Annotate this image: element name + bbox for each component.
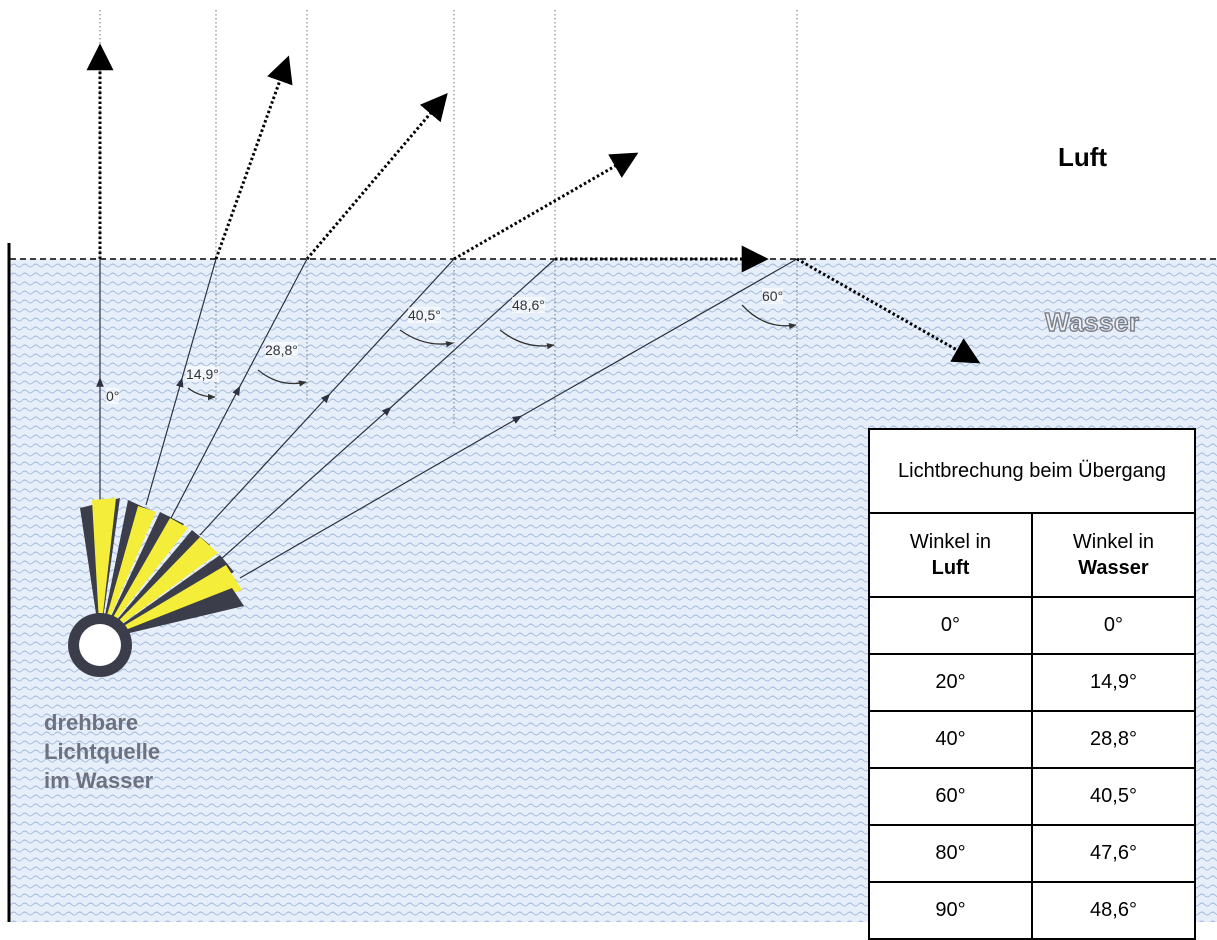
angle-label-0: 0° bbox=[106, 388, 120, 404]
cell-wasser: 28,8° bbox=[1030, 710, 1197, 769]
cell-wasser: 47,6° bbox=[1030, 824, 1197, 883]
column-header-wasser: Winkel in Wasser bbox=[1030, 512, 1197, 598]
column-header-luft-bold: Luft bbox=[931, 557, 970, 579]
light-source bbox=[68, 498, 244, 677]
table-row: 80° 47,6° bbox=[868, 824, 1197, 883]
light-source-label-line3: im Wasser bbox=[44, 768, 154, 793]
column-header-luft-prefix: Winkel in bbox=[909, 531, 992, 553]
table-row: 60° 40,5° bbox=[868, 767, 1197, 826]
angle-label-14-9: 14,9° bbox=[186, 366, 219, 382]
cell-luft: 40° bbox=[868, 710, 1033, 769]
table-title-row: Lichtbrechung beim Übergang bbox=[868, 428, 1196, 514]
cell-wasser: 0° bbox=[1030, 596, 1197, 655]
column-header-wasser-bold: Wasser bbox=[1078, 557, 1149, 579]
normal-lines bbox=[99, 10, 798, 435]
cell-wasser: 14,9° bbox=[1030, 653, 1197, 712]
table-row: 90° 48,6° bbox=[868, 881, 1197, 940]
cell-luft: 90° bbox=[868, 881, 1033, 940]
cell-luft: 20° bbox=[868, 653, 1033, 712]
cell-luft: 0° bbox=[868, 596, 1033, 655]
cell-luft: 80° bbox=[868, 824, 1033, 883]
table-row: 20° 14,9° bbox=[868, 653, 1197, 712]
light-source-pivot bbox=[79, 624, 121, 666]
table-row: 0° 0° bbox=[868, 596, 1197, 655]
table-header-row: Winkel in Luft Winkel in Wasser bbox=[868, 512, 1197, 598]
cell-luft: 60° bbox=[868, 767, 1033, 826]
water-rays bbox=[96, 258, 798, 579]
column-header-luft: Winkel in Luft bbox=[868, 512, 1033, 598]
angle-label-48-6: 48,6° bbox=[512, 297, 545, 313]
angle-label-40-5: 40,5° bbox=[408, 307, 441, 323]
table-title: Lichtbrechung beim Übergang bbox=[868, 428, 1196, 514]
cell-wasser: 40,5° bbox=[1030, 767, 1197, 826]
air-rays bbox=[86, 43, 981, 364]
air-label: Luft bbox=[1058, 142, 1108, 172]
angle-label-28-8: 28,8° bbox=[265, 342, 298, 358]
angle-label-60: 60° bbox=[762, 288, 784, 304]
angle-arcs bbox=[187, 304, 797, 401]
light-source-label: drehbare Lichtquelle im Wasser bbox=[44, 708, 160, 795]
refraction-table: Lichtbrechung beim Übergang Winkel in Lu… bbox=[868, 428, 1197, 940]
water-label: Wasser bbox=[1044, 306, 1140, 337]
table-row: 40° 28,8° bbox=[868, 710, 1197, 769]
light-source-label-line1: drehbare bbox=[44, 710, 139, 735]
column-header-wasser-prefix: Winkel in bbox=[1072, 531, 1155, 553]
cell-wasser: 48,6° bbox=[1030, 881, 1197, 940]
light-source-label-line2: Lichtquelle bbox=[44, 739, 161, 764]
